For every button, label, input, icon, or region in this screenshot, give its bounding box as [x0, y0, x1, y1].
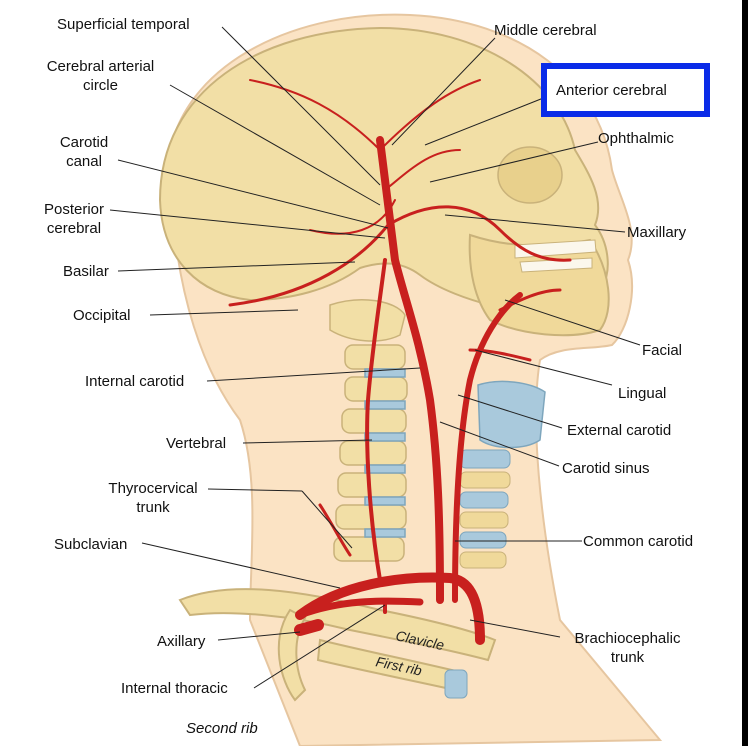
label-vertebral: Vertebral: [166, 435, 227, 452]
highlight-inner: Anterior cerebral: [547, 69, 704, 111]
label-posterior-cerebral: Posterior cerebral: [35, 200, 113, 238]
label-internal-carotid: Internal carotid: [85, 373, 185, 390]
larynx-trachea: [459, 380, 546, 569]
cervical-vertebrae: [329, 299, 408, 562]
label-brachiocephalic-trunk: Brachiocephalic trunk: [560, 629, 695, 667]
label-basilar: Basilar: [63, 263, 109, 280]
label-second-rib: Second rib: [186, 720, 258, 737]
label-line: cerebral: [46, 220, 102, 237]
label-axillary: Axillary: [157, 633, 206, 650]
label-line: Carotid: [59, 134, 109, 151]
label-carotid-sinus: Carotid sinus: [562, 460, 650, 477]
label-line: Posterior: [43, 201, 105, 218]
label-common-carotid: Common carotid: [583, 533, 694, 550]
label-facial: Facial: [642, 342, 683, 359]
label-lingual: Lingual: [618, 385, 667, 402]
label-line: trunk: [610, 649, 645, 666]
label-line: Thyrocervical: [108, 480, 198, 497]
label-carotid-canal: Carotid canal: [48, 133, 120, 171]
highlight-box: Anterior cerebral: [541, 63, 710, 117]
label-occipital: Occipital: [73, 307, 131, 324]
label-line: canal: [66, 153, 102, 170]
arteries: [228, 79, 572, 645]
label-cerebral-arterial-circle: Cerebral arterial circle: [33, 57, 168, 95]
label-external-carotid: External carotid: [567, 422, 672, 439]
clavicle-and-ribs: [178, 588, 497, 702]
label-thyrocervical-trunk: Thyrocervical trunk: [98, 479, 208, 517]
label-anterior-cerebral: Anterior cerebral: [556, 82, 667, 99]
label-line: Brachiocephalic: [574, 630, 681, 647]
teeth: [514, 239, 597, 273]
label-subclavian: Subclavian: [54, 536, 128, 553]
label-line: Cerebral arterial: [46, 58, 155, 75]
label-superficial-temporal: Superficial temporal: [57, 16, 190, 33]
label-line: circle: [82, 77, 118, 94]
label-ophthalmic: Ophthalmic: [598, 130, 674, 147]
label-internal-thoracic: Internal thoracic: [121, 680, 228, 697]
label-maxillary: Maxillary: [627, 224, 687, 241]
label-line: trunk: [136, 499, 170, 516]
leader-lines: [109, 26, 641, 689]
orbit: [497, 146, 563, 204]
label-middle-cerebral: Middle cerebral: [494, 22, 597, 39]
